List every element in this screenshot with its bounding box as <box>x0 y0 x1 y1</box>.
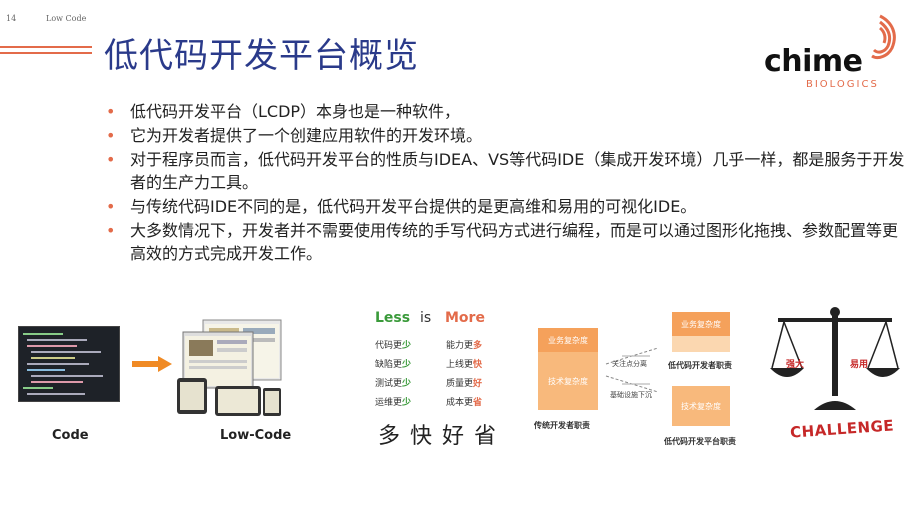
scale-left-label: 强大 <box>786 360 805 370</box>
section-label: Low Code <box>46 14 87 23</box>
traditional-dev-label: 传统开发者职责 <box>534 421 590 430</box>
separation-arrows-icon <box>605 347 659 393</box>
traditional-tech-box: 技术复杂度 <box>538 352 598 410</box>
chime-logo-mark-icon <box>871 14 896 60</box>
code-label: Code <box>52 428 89 443</box>
page-number: 14 <box>6 14 17 23</box>
platform-tech-box: 技术复杂度 <box>672 386 730 426</box>
less-item: 缺陷更少 <box>375 360 412 370</box>
lowcode-light-box <box>672 336 730 352</box>
more-item: 能力更多 <box>446 341 483 351</box>
bullet-list: •低代码开发平台（LCDP）本身也是一种软件， •它为开发者提供了一个创建应用软… <box>102 100 912 266</box>
header-rule-2 <box>0 52 92 54</box>
lowcode-business-box: 业务复杂度 <box>672 312 730 336</box>
more-item: 成本更省 <box>446 398 483 408</box>
four-words: 多快好省 <box>378 424 507 449</box>
focus-up-label: 关注点分离 <box>612 360 647 368</box>
bullet-item: •与传统代码IDE不同的是，低代码开发平台提供的是更高维和易用的可视化IDE。 <box>106 197 697 216</box>
page-title: 低代码开发平台概览 <box>104 36 419 76</box>
bullet-item: •大多数情况下，开发者并不需要使用传统的手写代码方式进行编程，而是可以通过图形化… <box>106 221 899 263</box>
traditional-business-box: 业务复杂度 <box>538 328 598 352</box>
code-editor-image <box>18 326 120 402</box>
platform-label: 低代码开发平台职责 <box>664 437 736 446</box>
less-heading: Less <box>375 310 411 326</box>
lowcode-dev-label: 低代码开发者职责 <box>668 361 732 370</box>
scale-right-label: 易用 <box>850 360 869 370</box>
more-item: 上线更快 <box>446 360 483 370</box>
less-item: 代码更少 <box>375 341 412 351</box>
less-item: 运维更少 <box>375 398 412 408</box>
bullet-item: •对于程序员而言，低代码开发平台的性质与IDEA、VS等代码IDE（集成开发环境… <box>106 150 905 192</box>
balance-scale-icon <box>770 307 900 410</box>
challenge-stamp: CHALLENGE <box>789 416 895 442</box>
is-heading: is <box>420 310 432 326</box>
header-rule-1 <box>0 46 92 48</box>
more-heading: More <box>445 310 485 326</box>
bullet-item: •低代码开发平台（LCDP）本身也是一种软件， <box>106 102 461 121</box>
logo-wordmark: chime <box>764 44 863 79</box>
lowcode-devices-image <box>177 319 282 416</box>
lowcode-label: Low-Code <box>220 428 292 443</box>
more-item: 质量更好 <box>446 379 483 389</box>
bullet-item: •它为开发者提供了一个创建应用软件的开发环境。 <box>106 126 483 145</box>
less-item: 测试更少 <box>375 379 412 389</box>
arrow-right-icon <box>132 356 172 372</box>
infra-down-label: 基础设施下沉 <box>610 391 652 399</box>
logo-subtitle: BIOLOGICS <box>806 79 879 90</box>
